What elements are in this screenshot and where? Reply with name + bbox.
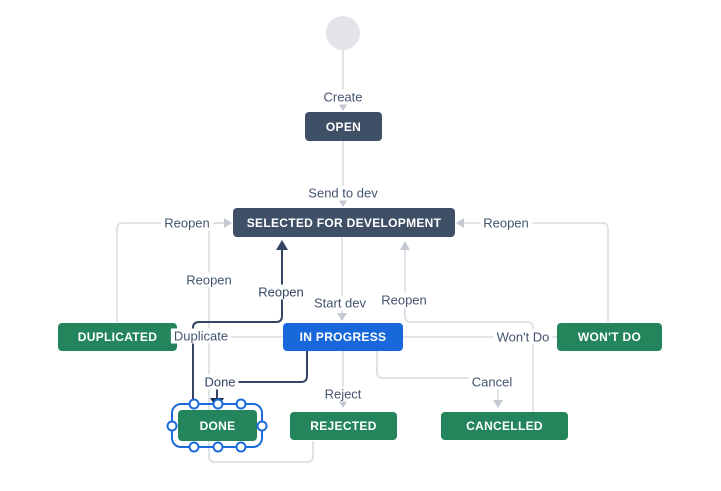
status-cancelled[interactable]: CANCELLED [441, 412, 568, 440]
transition-label-done[interactable]: Done [201, 374, 239, 390]
transition-label-send-to-dev[interactable]: Send to dev [305, 185, 381, 201]
edge-reopen-from-cancelled[interactable] [400, 241, 534, 412]
transition-label-reopen-wont-do[interactable]: Reopen [480, 215, 532, 231]
transition-label-start-dev[interactable]: Start dev [310, 295, 370, 311]
status-selected-for-development[interactable]: SELECTED FOR DEVELOPMENT [233, 208, 455, 237]
edge-wont-do[interactable] [403, 332, 581, 342]
edge-reopen-from-wont-do[interactable] [456, 218, 609, 322]
selection-handle[interactable] [212, 441, 224, 453]
edge-reopen-from-duplicated[interactable] [116, 218, 232, 322]
transition-label-create[interactable]: Create [320, 89, 366, 105]
transition-label-duplicate[interactable]: Duplicate [170, 328, 232, 344]
transition-label-reject[interactable]: Reject [321, 386, 365, 402]
transition-label-wont-do[interactable]: Won't Do [493, 329, 553, 345]
status-wont-do[interactable]: WON'T DO [557, 323, 662, 351]
selection-handle[interactable] [166, 420, 178, 432]
selection-handle[interactable] [212, 398, 224, 410]
selection-handle[interactable] [235, 441, 247, 453]
status-duplicated[interactable]: DUPLICATED [58, 323, 177, 351]
transition-label-reopen-duplicated[interactable]: Reopen [161, 215, 213, 231]
transition-label-reopen-done[interactable]: Reopen [255, 284, 307, 300]
edge-reopen-from-done-highlighted[interactable] [192, 240, 288, 407]
transition-label-cancel[interactable]: Cancel [468, 374, 516, 390]
selection-handle[interactable] [188, 441, 200, 453]
selection-handle[interactable] [235, 398, 247, 410]
selection-handle[interactable] [256, 420, 268, 432]
status-open[interactable]: OPEN [305, 112, 382, 141]
status-in-progress[interactable]: IN PROGRESS [283, 323, 403, 351]
status-rejected[interactable]: REJECTED [290, 412, 397, 440]
status-done[interactable]: DONE [178, 410, 257, 441]
start-node[interactable] [326, 16, 360, 50]
transition-label-reopen-cancelled[interactable]: Reopen [378, 292, 430, 308]
selection-handle[interactable] [188, 398, 200, 410]
transition-label-reopen-rejected[interactable]: Reopen [183, 272, 235, 288]
